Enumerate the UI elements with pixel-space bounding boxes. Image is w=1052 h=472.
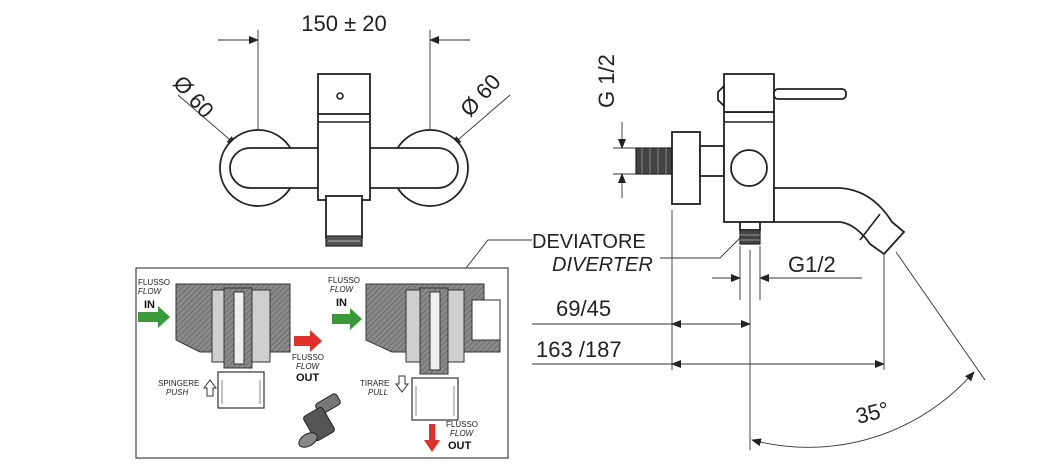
push-it-label: SPINGERE	[158, 379, 199, 388]
stem-right	[429, 291, 441, 371]
push-arrow-icon	[203, 379, 217, 397]
outlet-nut-right	[411, 377, 459, 421]
lever-screw	[336, 92, 344, 100]
lever-body-side	[723, 73, 775, 113]
diverter-label: DEVIATORE	[532, 231, 646, 253]
outlet-thread-label: G1/2	[788, 252, 836, 277]
diameter-leader-left	[177, 94, 237, 146]
inlet-thread	[635, 147, 673, 175]
arm-left	[229, 147, 321, 189]
side-view: G 1/2 DEVIATORE DIVERTER	[532, 54, 986, 450]
flow-in-it-label-2: FLUSSO	[328, 276, 360, 285]
front-view: 150 ± 20 Ø 60 Ø 60	[168, 11, 511, 247]
flow-out-label-1: OUT	[296, 372, 320, 384]
diverter-part	[298, 393, 341, 448]
flow-in-label-1: IN	[144, 299, 155, 311]
flow-out-en-label-2: FLOW	[450, 429, 475, 438]
lever-tip	[717, 83, 725, 109]
flow-in-en-label-2: FLOW	[330, 285, 355, 294]
pull-it-label: TIRARE	[360, 379, 389, 388]
diverter-label-en: DIVERTER	[552, 254, 653, 276]
inset-leader	[465, 239, 532, 269]
diverter-detail-inset: FLUSSO FLOW IN FLUSSO FLOW OUT SPINGERE …	[135, 239, 532, 459]
flow-in-arrow-left	[138, 306, 170, 328]
angle-arc	[751, 371, 975, 448]
spacing-dimension: 150 ± 20	[301, 11, 386, 36]
flow-out-arrow-right	[294, 330, 322, 352]
flow-in-en-label-1: FLOW	[138, 287, 163, 296]
rosette-side	[671, 131, 701, 205]
flow-out-arrow-down	[424, 424, 440, 452]
lever-handle	[773, 88, 847, 100]
outlet-thread	[739, 229, 761, 245]
outlet-nut-left	[217, 371, 265, 409]
diameter-right-label: Ø 60	[455, 69, 505, 121]
diameter-leader-right	[451, 94, 511, 146]
flow-out-it-label-1: FLUSSO	[292, 353, 324, 362]
flow-in-arrow-right	[332, 308, 362, 330]
angle-label: 35°	[853, 397, 891, 429]
stem-left	[233, 291, 245, 365]
lever-front	[317, 73, 371, 115]
diameter-left-label: Ø 60	[168, 71, 218, 123]
pull-arrow-icon	[395, 375, 409, 393]
arm-right	[367, 147, 459, 189]
bath-spout	[773, 187, 906, 256]
flow-out-en-label-1: FLOW	[296, 362, 321, 371]
diverter-state-push: FLUSSO FLOW IN FLUSSO FLOW OUT SPINGERE …	[138, 278, 324, 409]
spout-front	[325, 195, 363, 239]
flow-in-label-2: IN	[336, 297, 347, 309]
flow-in-it-label-1: FLUSSO	[138, 278, 170, 287]
arm-side	[699, 145, 725, 177]
flow-out-it-label-2: FLUSSO	[446, 420, 478, 429]
inlet-thread-label: G 1/2	[594, 54, 619, 108]
diverter-knob	[730, 149, 768, 187]
mixer-body	[317, 111, 371, 201]
depth-long-label: 163 /187	[536, 337, 622, 362]
diverter-state-pull: FLUSSO FLOW IN TIRARE PULL FLUSSO FLOW O…	[328, 276, 501, 452]
depth-short-label: 69/45	[556, 296, 611, 321]
pull-en-label: PULL	[368, 388, 388, 397]
diverter-leader	[660, 235, 743, 259]
flow-out-label-2: OUT	[448, 440, 472, 452]
push-en-label: PUSH	[166, 388, 188, 397]
spout-axis-line	[895, 251, 986, 381]
